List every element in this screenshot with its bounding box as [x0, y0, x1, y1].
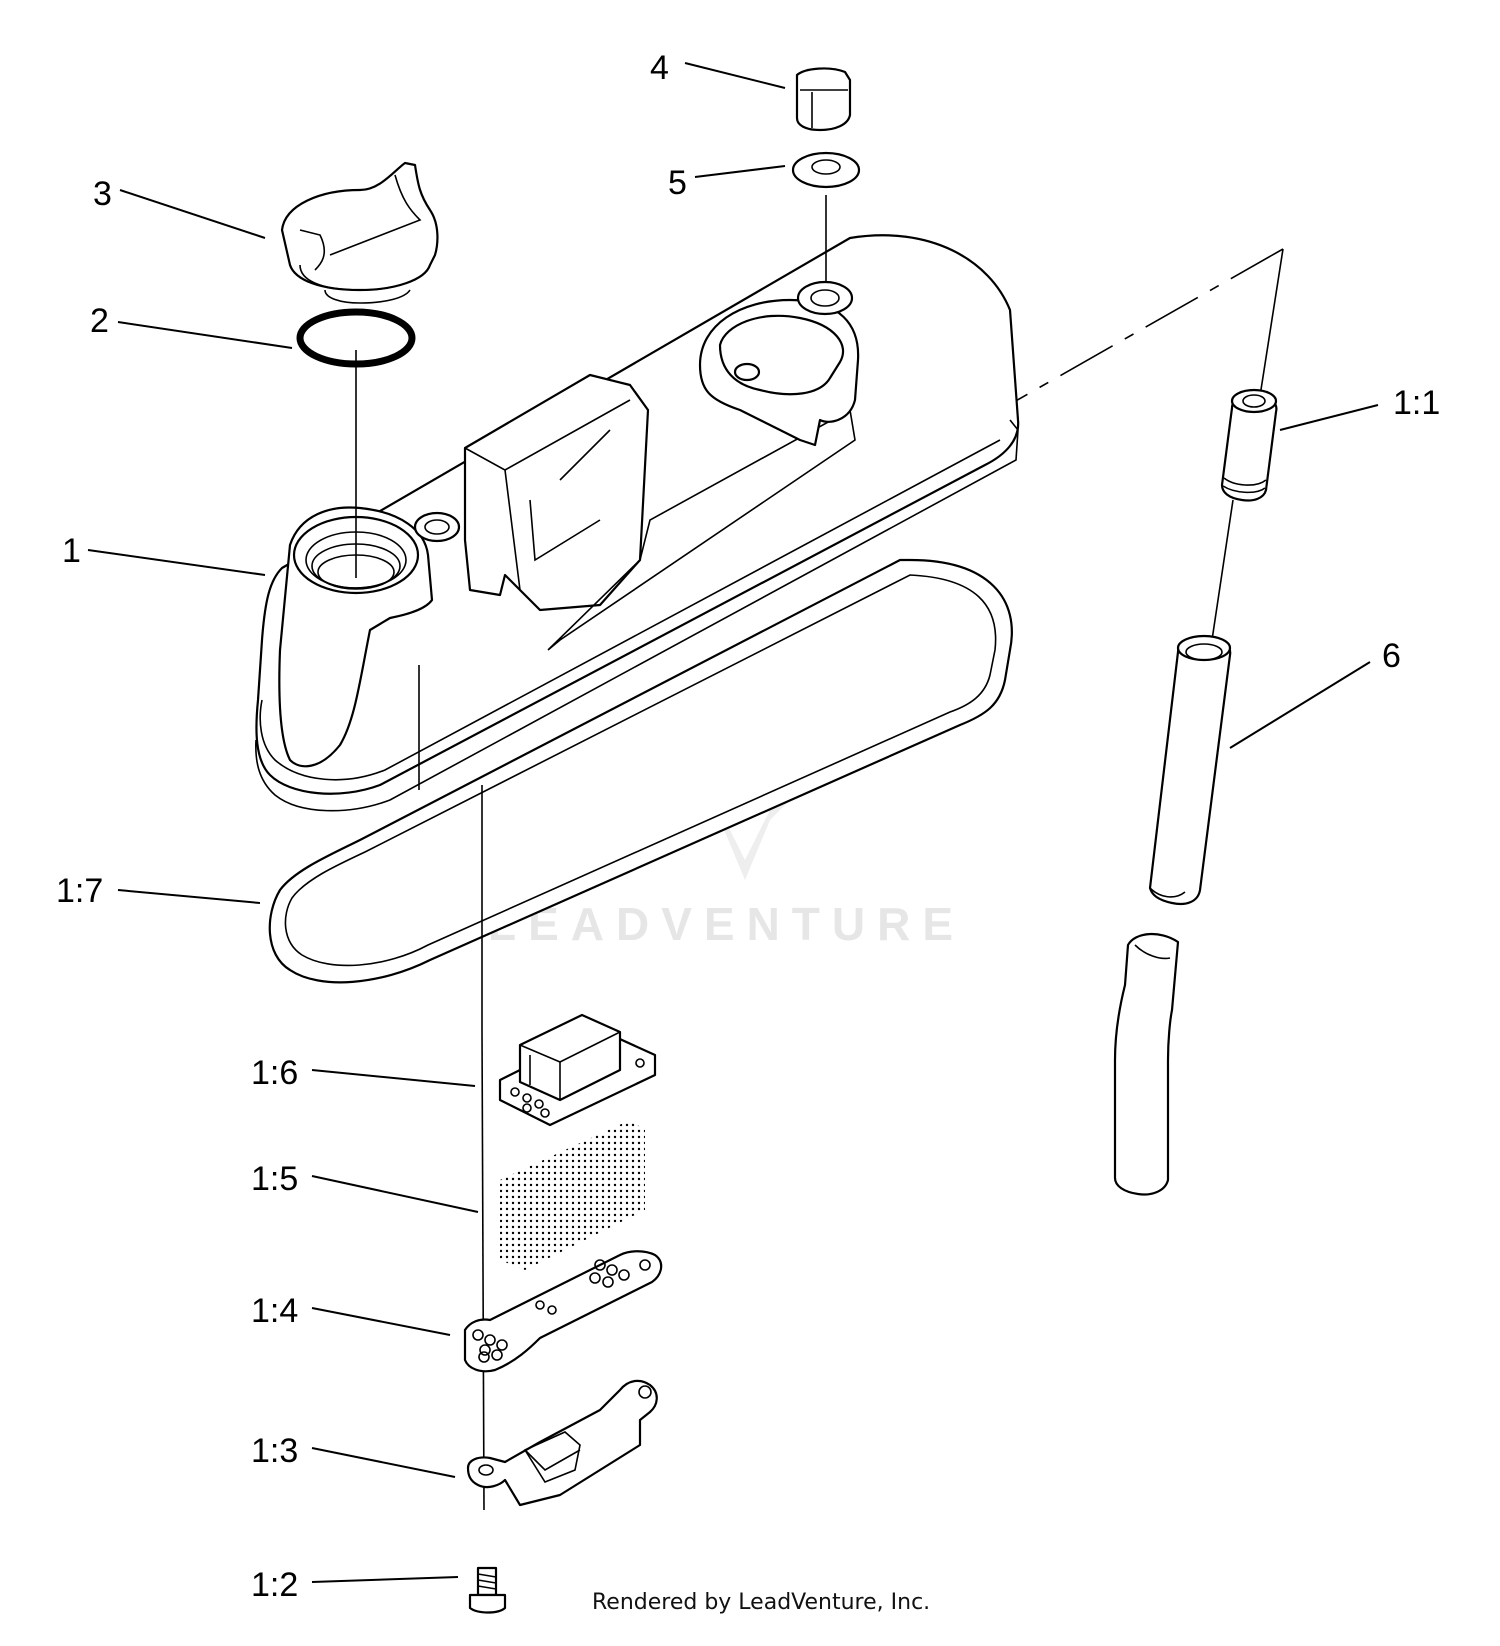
- watermark-brand-text: LEADVENTURE: [488, 898, 965, 950]
- breather-tube: [1113, 634, 1232, 1196]
- reed-stopper-bracket: [466, 1379, 658, 1507]
- breather-element: [500, 1120, 645, 1270]
- callout-1-1: 1:1: [1393, 384, 1440, 422]
- oil-fill-cap: [280, 161, 439, 304]
- callout-2: 2: [90, 302, 109, 340]
- leader-lines: [87, 62, 1379, 1583]
- callout-1-6: 1:6: [251, 1054, 298, 1092]
- sealing-washer: [791, 151, 861, 189]
- callout-5: 5: [668, 164, 687, 202]
- render-credit: Rendered by LeadVenture, Inc.: [592, 1590, 930, 1615]
- reed-valve-plate: [463, 1250, 663, 1373]
- callout-1-4: 1:4: [251, 1292, 298, 1330]
- drain-plug: [795, 67, 852, 132]
- breather-axis-line: [1259, 248, 1284, 397]
- callout-labels: 4 5 3 2 1 1:7 1:1 6 1:6 1:5 1:4 1:3 1:2: [56, 49, 1440, 1604]
- breather-fitting: [1220, 388, 1278, 502]
- callout-4: 4: [650, 49, 669, 87]
- o-ring: [296, 308, 416, 368]
- valve-cover: [255, 234, 1020, 812]
- tube-axis-line: [1211, 499, 1234, 641]
- callout-1-7: 1:7: [56, 872, 103, 910]
- callout-1-5: 1:5: [251, 1160, 298, 1198]
- callout-3: 3: [93, 175, 112, 213]
- callout-1: 1: [62, 532, 81, 570]
- callout-6: 6: [1382, 637, 1401, 675]
- breather-cover-plate: [498, 1013, 657, 1127]
- callout-1-2: 1:2: [251, 1566, 298, 1604]
- valve-cover-gasket: [268, 558, 1013, 984]
- lower-stack-axis-line: [481, 1029, 485, 1511]
- mounting-screw: [468, 1566, 507, 1614]
- callout-1-3: 1:3: [251, 1432, 298, 1470]
